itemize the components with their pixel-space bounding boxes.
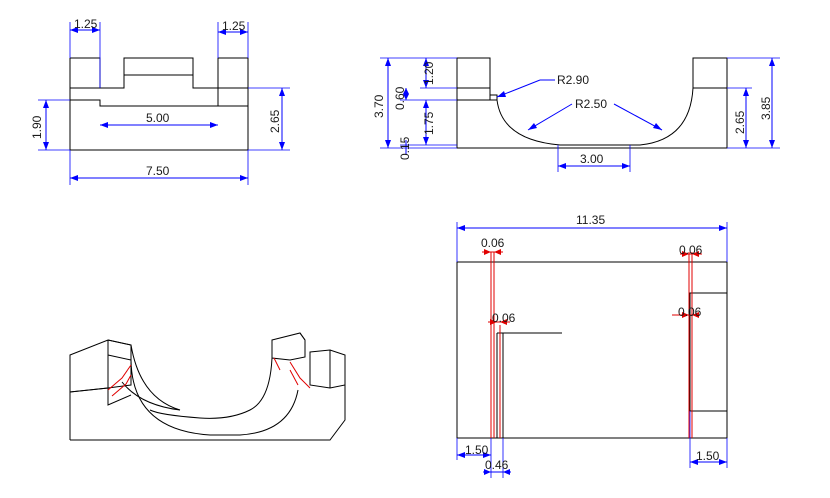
dim-step: 0.60: [393, 86, 407, 110]
dim-right-total: 3.85: [759, 96, 773, 120]
dim-top-right: 1.25: [222, 19, 246, 33]
dim-bottom: 0.15: [398, 136, 412, 160]
dim-bottom-gap: 0.46: [485, 458, 509, 472]
dim-slot: 5.00: [146, 111, 170, 125]
dim-right-inner: 2.65: [733, 110, 747, 134]
dim-width: 7.50: [146, 164, 170, 178]
top-view: 11.35 0.06 0.06 0.06 0.06 1.50 0.46: [456, 213, 728, 478]
dim-bottom-left: 1.50: [465, 443, 489, 457]
dim-top: 1.20: [422, 61, 436, 85]
iso-right-block: [271, 332, 306, 361]
iso-trough-inner-left: [130, 344, 181, 411]
top-view-right-pocket: [689, 292, 728, 412]
dim-thin-right: 0.06: [679, 243, 703, 257]
iso-red-left: [107, 364, 132, 391]
dim-bottom-right: 1.50: [696, 449, 720, 463]
dim-top-left: 1.25: [74, 17, 98, 31]
front-inner-edge: [70, 88, 219, 107]
dim-total-left: 3.70: [372, 94, 386, 118]
iso-red-right: [289, 361, 311, 389]
iso-left-block-face: [69, 339, 132, 393]
iso-trough-outer: [130, 359, 299, 436]
isometric-view: [69, 332, 346, 441]
dim-mid: 1.75: [422, 111, 436, 135]
iso-right-block2: [309, 349, 346, 389]
side-notch: [489, 94, 498, 101]
dim-flat: 3.00: [580, 152, 604, 166]
side-view-outline: [456, 57, 728, 149]
side-view: 3.70 1.20 0.60 1.75 0.15 R2.90 R2.50 3.0…: [372, 57, 780, 172]
dim-thin-mid-left: 0.06: [492, 311, 516, 325]
iso-trough-inner: [149, 357, 273, 419]
front-view: 1.25 1.25 5.00 7.50 1.90 2.65: [30, 17, 290, 185]
dim-length: 11.35: [576, 213, 605, 227]
dim-right-height: 2.65: [268, 109, 282, 133]
dim-radius-outer: R2.90: [557, 73, 589, 87]
front-view-outline: [69, 57, 249, 151]
dim-radius-inner: R2.50: [575, 97, 607, 111]
dim-thin-mid-right: 0.06: [678, 305, 702, 319]
dim-left-height: 1.90: [30, 115, 44, 139]
dim-thin-left: 0.06: [481, 236, 505, 250]
